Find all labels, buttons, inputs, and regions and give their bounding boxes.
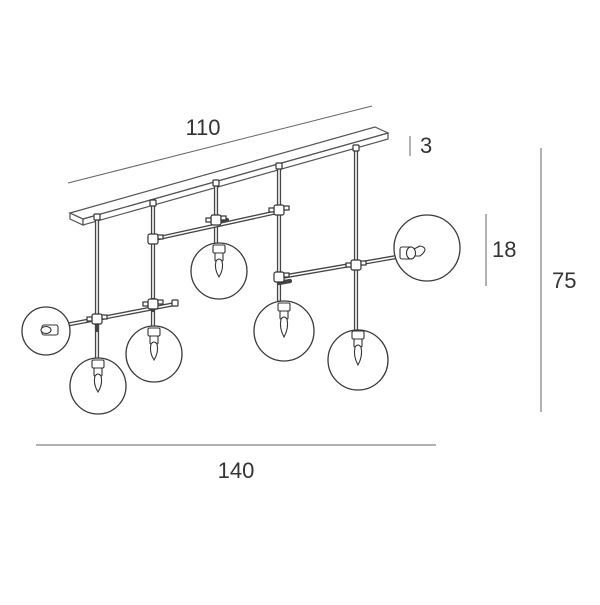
canopy-plate xyxy=(68,126,390,226)
total-width-dimension: 140 xyxy=(36,444,436,483)
globe-shade xyxy=(190,242,248,300)
joint xyxy=(273,271,290,283)
mount-caps xyxy=(93,144,360,221)
globe-shade xyxy=(327,329,389,391)
globe-shade xyxy=(69,357,127,415)
joint xyxy=(205,214,227,226)
canopy-height-dimension: 3 xyxy=(409,133,432,158)
canopy-length-label: 110 xyxy=(185,115,220,140)
joint xyxy=(142,298,179,310)
joint xyxy=(147,233,164,245)
globe-diameter-dimension: 18 xyxy=(485,214,516,286)
canopy-height-label: 3 xyxy=(420,133,432,158)
canopy-end-face xyxy=(69,212,84,226)
canopy-length-line xyxy=(67,105,373,184)
globe-shades xyxy=(21,214,461,415)
total-width-label: 140 xyxy=(218,458,255,483)
globe-shade xyxy=(393,214,461,282)
total-height-label: 75 xyxy=(552,268,576,293)
total-height-dimension: 75 xyxy=(540,148,576,412)
globe-diameter-label: 18 xyxy=(492,237,516,262)
globe-shade xyxy=(21,306,71,356)
frame-joints xyxy=(86,204,367,325)
globe-shade xyxy=(125,325,183,383)
globe-shade xyxy=(253,300,315,362)
canopy-length-dimension: 110 xyxy=(67,105,373,184)
joint xyxy=(86,313,108,325)
canopy-top-face xyxy=(68,126,390,220)
joint xyxy=(345,259,367,271)
canopy-front-face xyxy=(82,132,389,226)
joint xyxy=(268,204,290,216)
